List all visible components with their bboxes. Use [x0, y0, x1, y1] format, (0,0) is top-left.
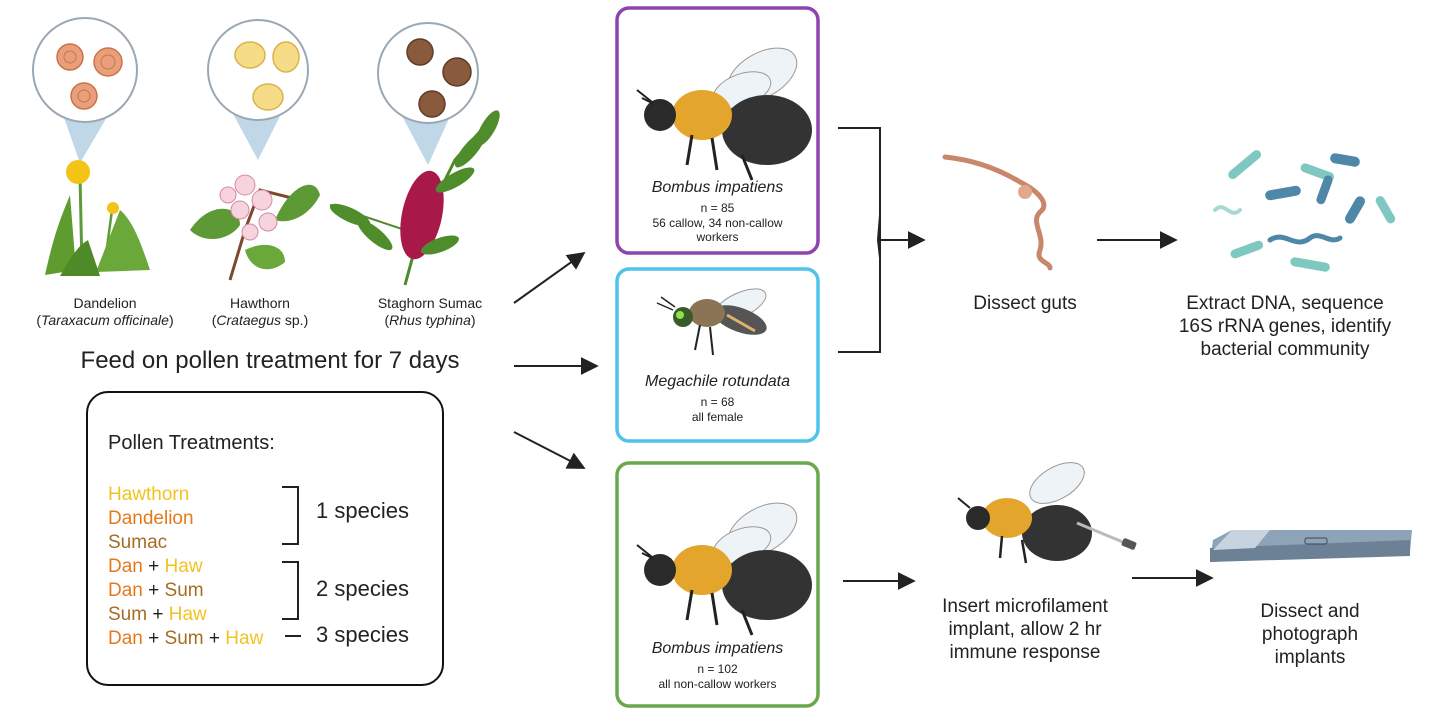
plant-label-sumac: Staghorn Sumac (Rhus typhina): [350, 295, 510, 329]
treatment-dan-sum: Dan + Sum: [108, 580, 204, 601]
card-megachile-border: [615, 267, 820, 443]
microscope-slide-illustration: [1210, 530, 1412, 562]
feed-to-cards-arrows: [513, 251, 599, 469]
card-sample-size: n = 68: [700, 395, 735, 410]
card-detail: all female: [691, 409, 744, 424]
step-dissect-guts: Dissect guts: [973, 293, 1077, 314]
card-bombus-immune-text: Bombus impatiens n = 102 all non-callow …: [619, 639, 816, 691]
card-detail-2: workers: [696, 229, 739, 244]
treatment-sum-haw: Sum + Haw: [108, 604, 207, 625]
pollen-treatments-box: [86, 391, 444, 686]
step-extract-dna: Extract DNA, sequence 16S rRNA genes, id…: [1178, 293, 1392, 360]
treatment-dandelion: Dandelion: [108, 508, 194, 529]
hawthorn-plant-illustration: [190, 174, 320, 281]
plant-common-name: Dandelion: [73, 295, 137, 311]
card-species: Megachile rotundata: [645, 373, 790, 390]
bombus-bee-illustration-2: [636, 502, 812, 636]
card-bombus-gut-text: Bombus impatiens n = 85 56 callow, 34 no…: [619, 178, 816, 244]
hawthorn-pollen-magnifier: [207, 19, 309, 160]
card-detail: all non-callow workers: [658, 676, 777, 691]
card-species: Bombus impatiens: [651, 640, 784, 657]
plant-latin-name: (Crataegus sp.): [211, 311, 309, 328]
megachile-bee-illustration: [656, 288, 767, 356]
step-photograph-implants: Dissect and photograph implants: [1260, 601, 1360, 668]
sumac-plant-illustration: [329, 110, 500, 286]
plant-label-hawthorn: Hawthorn (Crataegus sp.): [185, 295, 335, 329]
group-1-species: 1 species: [316, 498, 409, 523]
step-insert-implant: Insert microfilament implant, allow 2 hr…: [942, 596, 1108, 663]
treatment-dan-haw: Dan + Haw: [108, 556, 203, 577]
group-3-species: 3 species: [316, 622, 409, 647]
dandelion-plant-illustration: [45, 160, 150, 276]
plant-common-name: Staghorn Sumac: [377, 295, 483, 311]
plant-latin-name: (Taraxacum officinale): [36, 311, 174, 328]
card-megachile-text: Megachile rotundata n = 68 all female: [619, 372, 816, 424]
card-sample-size: n = 102: [697, 662, 738, 677]
card-detail: 56 callow, 34 non-callow: [652, 215, 783, 230]
bombus-bee-illustration: [636, 47, 812, 181]
sumac-pollen-magnifier: [377, 22, 479, 165]
plant-label-dandelion: Dandelion (Taraxacum officinale): [20, 295, 190, 329]
card-species: Bombus impatiens: [651, 179, 784, 196]
treatments-title: Pollen Treatments:: [108, 432, 275, 454]
implanted-bee-illustration: [957, 462, 1137, 564]
bee-gut-illustration: [942, 154, 1053, 271]
merge-bracket: [838, 127, 926, 353]
treatment-hawthorn: Hawthorn: [108, 484, 190, 505]
plant-latin-name: (Rhus typhina): [384, 311, 476, 328]
treatment-brackets: [282, 486, 301, 637]
card-sample-size: n = 85: [700, 201, 735, 216]
treatment-sumac: Sumac: [108, 532, 168, 553]
plant-common-name: Hawthorn: [230, 295, 290, 311]
dandelion-pollen-magnifier: [32, 17, 138, 163]
feed-instruction: Feed on pollen treatment for 7 days: [80, 347, 460, 374]
treatment-dan-sum-haw: Dan + Sum + Haw: [108, 628, 264, 649]
group-2-species: 2 species: [316, 576, 409, 601]
bacteria-illustration: [1213, 150, 1396, 272]
